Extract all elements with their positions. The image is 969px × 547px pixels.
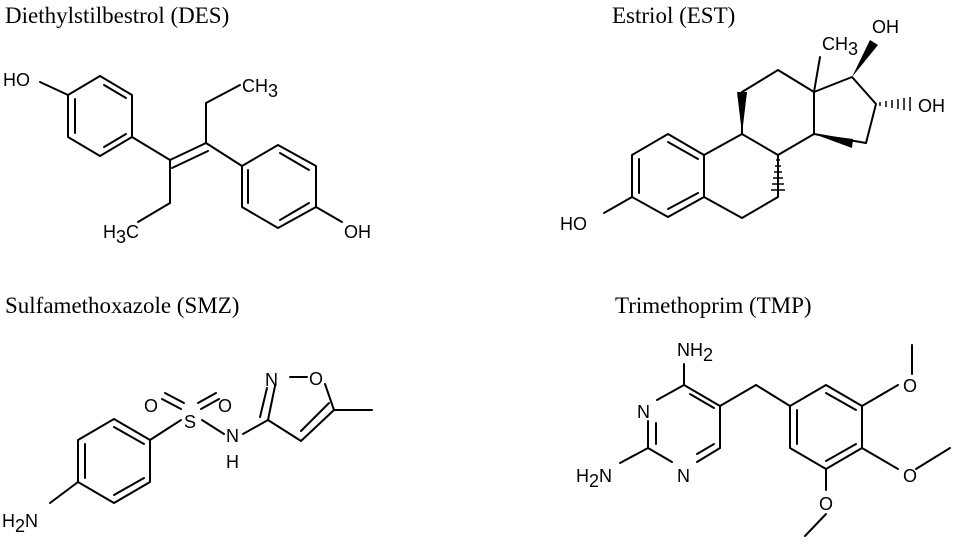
tmp-h2n-label: H2N xyxy=(576,466,612,491)
tmp-n2-label: N xyxy=(677,466,690,486)
des-bonds xyxy=(39,75,343,229)
des-h3c-bottom-label: H3C xyxy=(103,222,139,247)
est-bonds xyxy=(603,56,877,219)
est-title: Estriol (EST) xyxy=(612,3,736,28)
smz-o1-label: O xyxy=(144,396,158,416)
smz-nh-h-label: H xyxy=(226,452,239,472)
des-oh-label: OH xyxy=(344,222,371,242)
tmp-o2-label: O xyxy=(903,466,917,486)
tmp-o1-label: O xyxy=(903,376,917,396)
est-hash-16-oh xyxy=(879,97,911,111)
smz-o2-label: O xyxy=(218,396,232,416)
smz-bonds xyxy=(49,376,373,504)
des-title: Diethylstilbestrol (DES) xyxy=(5,3,230,28)
est-oh-right-label: OH xyxy=(918,96,945,116)
est-ch3-label: CH3 xyxy=(822,34,858,59)
des-ch3-top-label: CH3 xyxy=(242,76,278,101)
tmp-structure: NH2 N N H2N O O O xyxy=(576,340,951,537)
tmp-n1-label: N xyxy=(637,402,650,422)
smz-n-ring-label: N xyxy=(265,370,278,390)
smz-s-label: S xyxy=(184,412,196,432)
tmp-nh2-label: NH2 xyxy=(677,340,713,365)
tmp-o3-label: O xyxy=(819,494,833,514)
smz-structure: O S O N O N H H2N xyxy=(2,369,373,536)
smz-title: Sulfamethoxazole (SMZ) xyxy=(5,293,240,318)
smz-h2n-label: H2N xyxy=(2,511,38,536)
des-ho-label: HO xyxy=(3,70,30,90)
est-hash-8 xyxy=(771,159,785,191)
des-structure: HO CH3 H3C OH xyxy=(3,70,371,247)
est-ho-label: HO xyxy=(560,214,587,234)
est-wedge-17-oh xyxy=(852,40,878,77)
est-wedge-9 xyxy=(737,92,747,134)
est-oh-top-label: OH xyxy=(872,17,899,37)
est-wedge-14 xyxy=(814,134,853,148)
smz-nh-n-label: N xyxy=(226,426,239,446)
smz-o-ring-label: O xyxy=(309,369,323,389)
tmp-title: Trimethoprim (TMP) xyxy=(615,293,812,318)
tmp-bonds xyxy=(619,344,951,537)
est-structure: CH3 OH OH HO xyxy=(560,17,945,234)
